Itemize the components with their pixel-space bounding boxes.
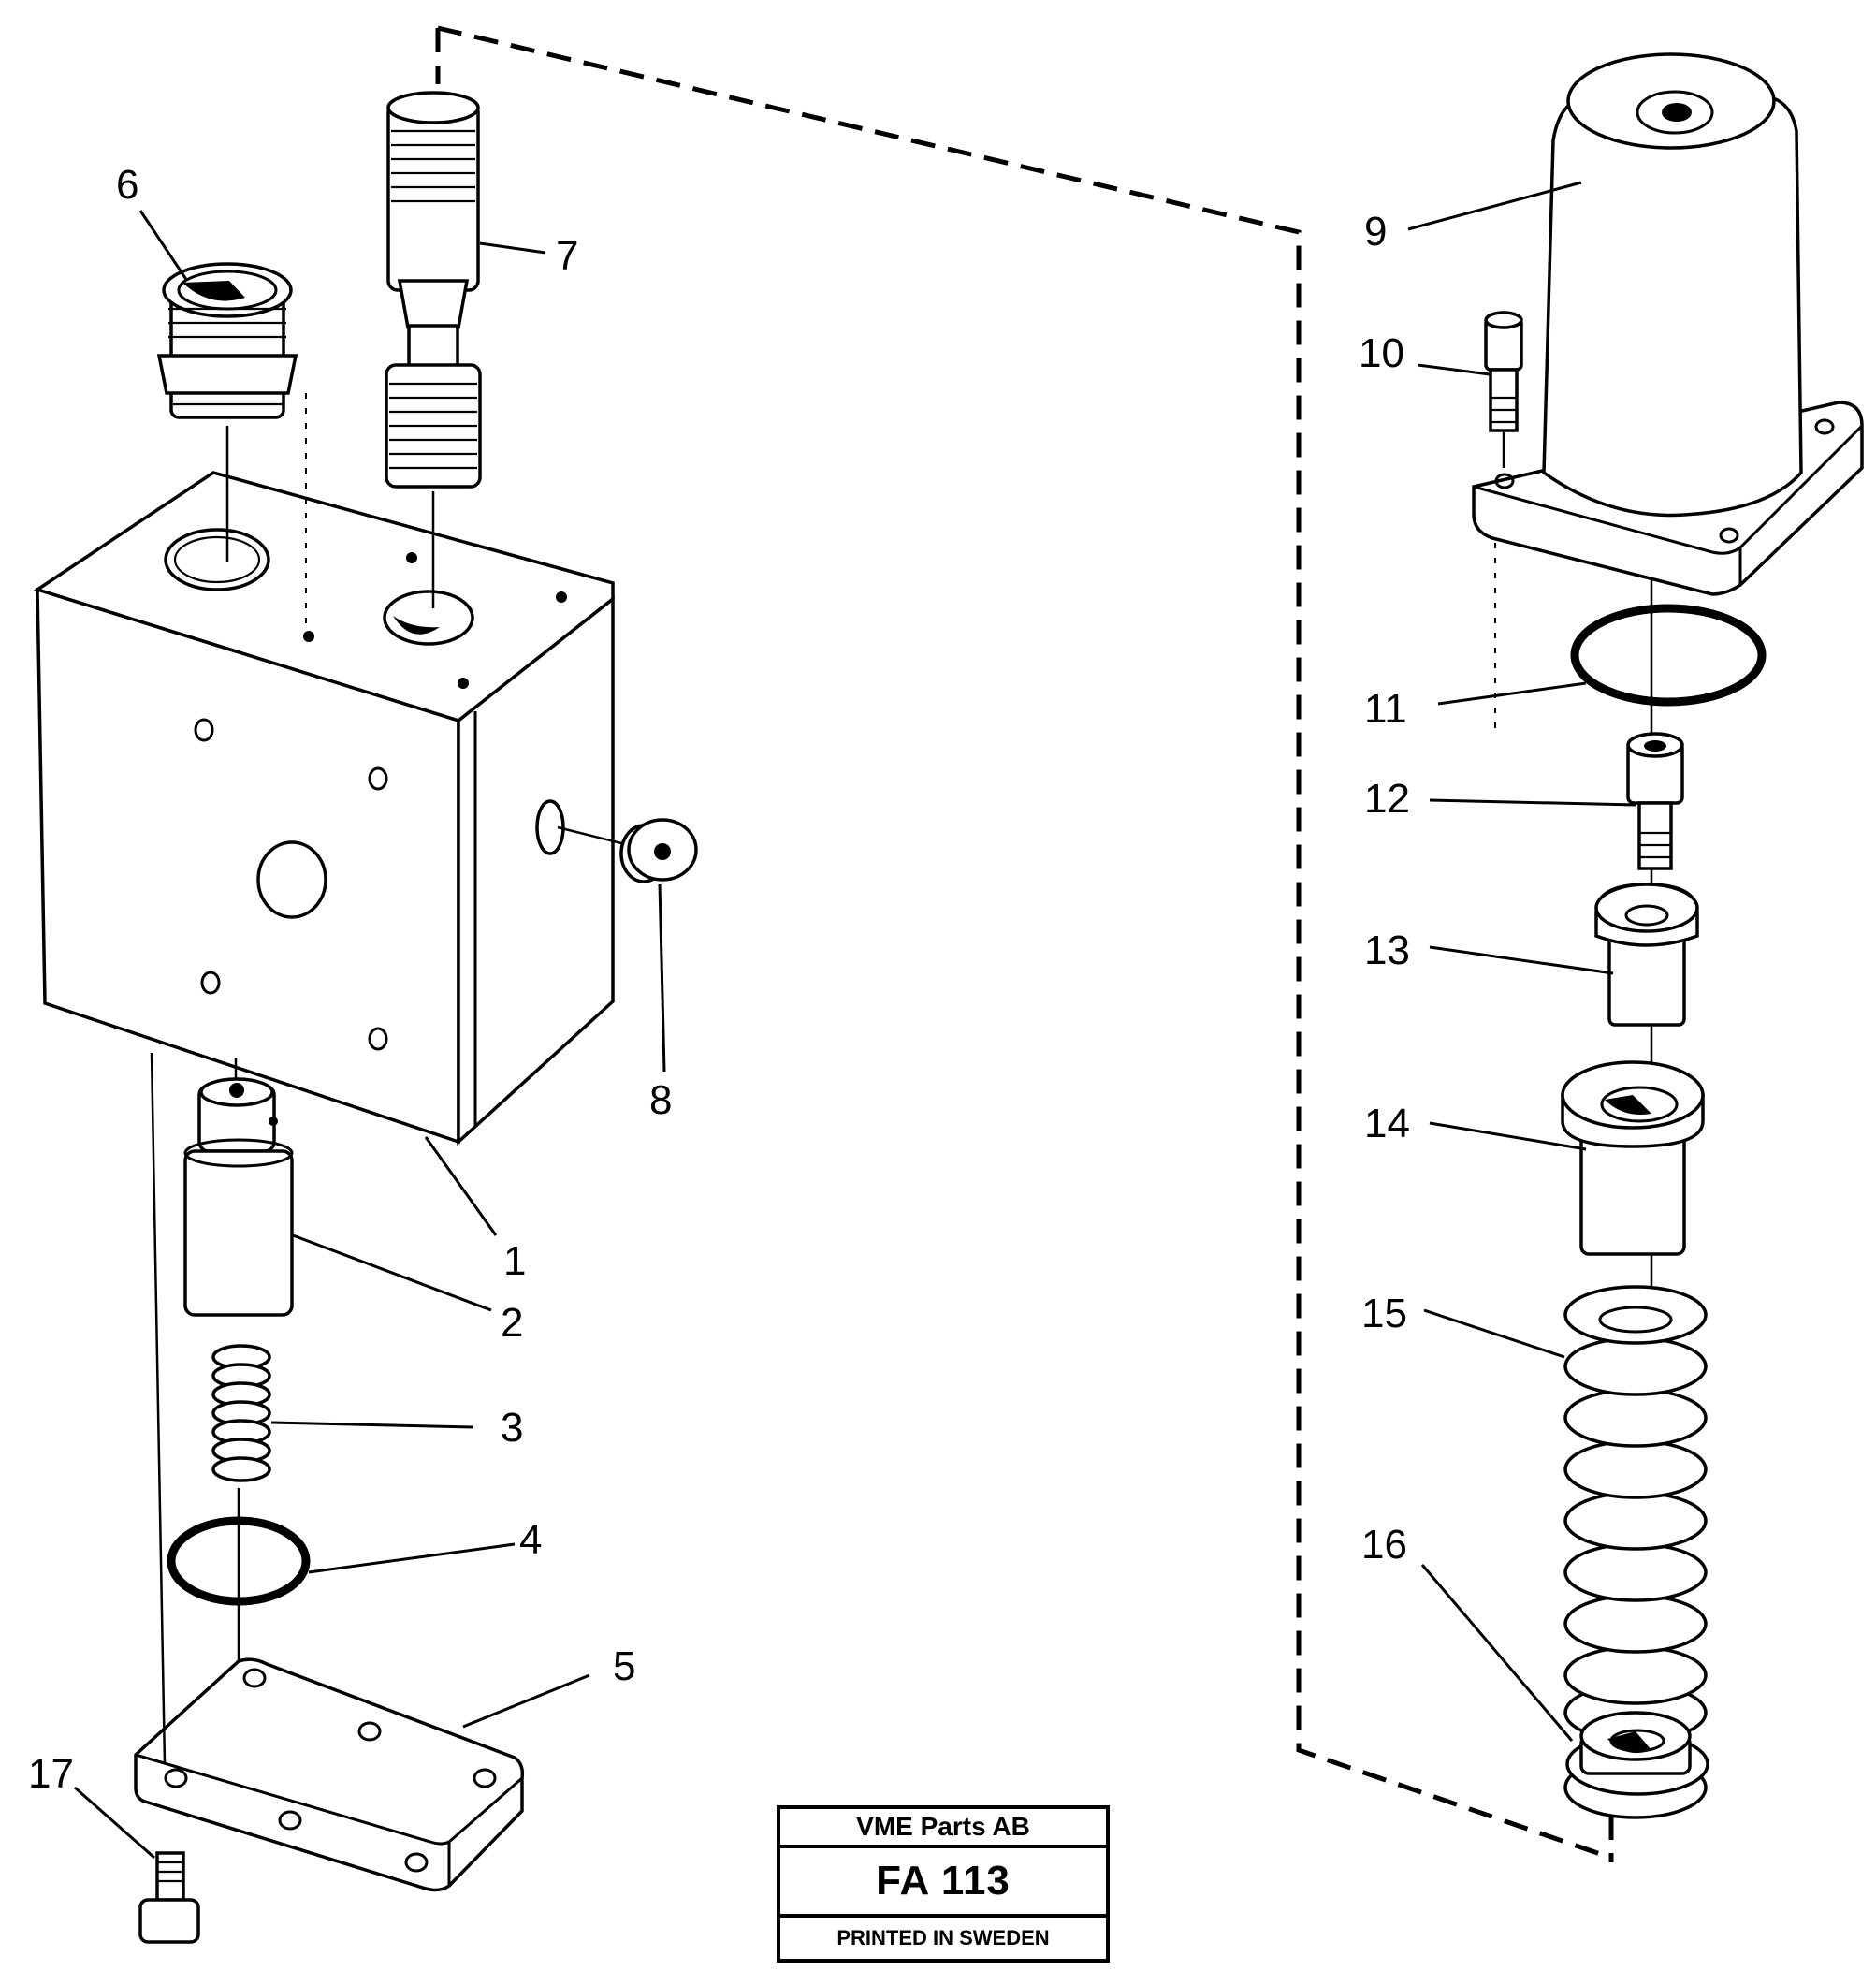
callout-15: 15 bbox=[1361, 1291, 1407, 1336]
valve-block bbox=[33, 471, 615, 1146]
cover-plate bbox=[134, 1657, 525, 1892]
callout-14: 14 bbox=[1364, 1101, 1410, 1146]
callout-3: 3 bbox=[501, 1405, 523, 1451]
callout-5: 5 bbox=[613, 1643, 635, 1689]
bushing-13 bbox=[1594, 883, 1699, 1027]
callout-9: 9 bbox=[1364, 209, 1387, 255]
spring-seat bbox=[1561, 1060, 1705, 1256]
callout-4: 4 bbox=[519, 1517, 542, 1563]
callout-labels: 6 7 8 1 2 3 4 5 17 9 10 11 12 13 14 15 1… bbox=[28, 162, 1410, 1797]
callout-8: 8 bbox=[649, 1077, 672, 1123]
screw-10 bbox=[1484, 311, 1523, 468]
title-block-company: VME Parts AB bbox=[780, 1809, 1106, 1848]
o-ring-11 bbox=[1570, 604, 1767, 707]
threaded-adapter bbox=[156, 262, 298, 562]
screw-12 bbox=[1626, 732, 1684, 870]
dashed-assembly-outline bbox=[437, 25, 1612, 1861]
screw-17 bbox=[138, 1851, 200, 1944]
large-spring bbox=[1563, 1285, 1708, 1743]
spring bbox=[211, 1344, 271, 1482]
title-block-printed: PRINTED IN SWEDEN bbox=[836, 1926, 1050, 1949]
callout-1: 1 bbox=[503, 1238, 526, 1284]
threaded-stud bbox=[385, 91, 482, 608]
callout-16: 16 bbox=[1361, 1522, 1407, 1568]
callout-6: 6 bbox=[116, 162, 138, 208]
plug bbox=[557, 818, 698, 883]
title-block: VME Parts AB FA 113 PRINTED IN SWEDEN bbox=[777, 1805, 1110, 1963]
valve-cartridge bbox=[183, 1058, 294, 1317]
callout-11: 11 bbox=[1364, 686, 1407, 732]
callout-2: 2 bbox=[501, 1300, 523, 1346]
title-block-drawing-code: FA 113 bbox=[780, 1848, 1106, 1918]
housing bbox=[1472, 52, 1864, 596]
lower-seat bbox=[1563, 1711, 1709, 1819]
callout-12: 12 bbox=[1364, 776, 1410, 822]
callout-13: 13 bbox=[1364, 927, 1410, 973]
axis-bolt-17 bbox=[150, 1052, 167, 1765]
callout-7: 7 bbox=[556, 233, 578, 279]
callout-17: 17 bbox=[28, 1751, 74, 1797]
callout-10: 10 bbox=[1359, 330, 1404, 376]
leader-lines bbox=[74, 181, 1636, 1860]
